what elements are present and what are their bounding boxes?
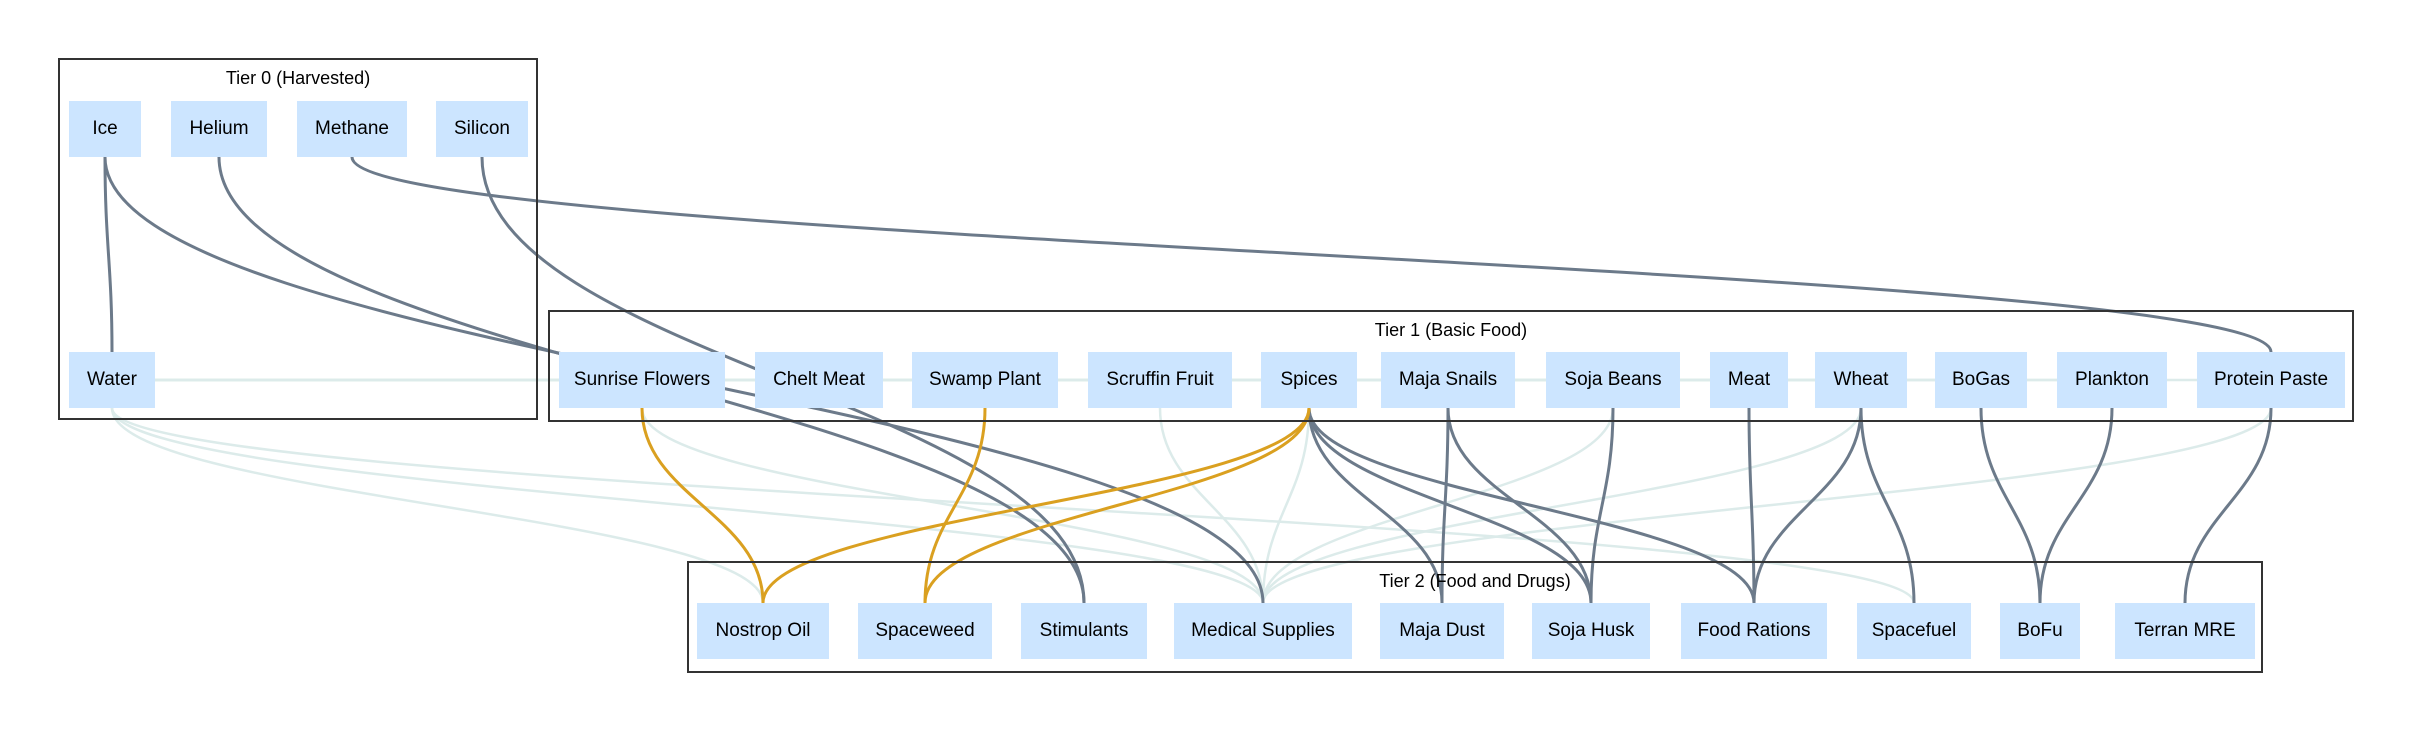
node-chelt-meat[interactable]: Chelt Meat — [755, 352, 883, 408]
cluster-tier-0: Tier 0 (Harvested) — [58, 58, 538, 420]
cluster-tier-1: Tier 1 (Basic Food) — [548, 310, 2354, 422]
node-terran-mre[interactable]: Terran MRE — [2115, 603, 2255, 659]
edge-swamp-to-spaceweed — [923, 407, 987, 604]
edge-water-to-medical — [110, 407, 1265, 604]
node-stimulants[interactable]: Stimulants — [1021, 603, 1147, 659]
edge-ice-to-water — [103, 156, 114, 353]
cluster-title-tier-1: Tier 1 (Basic Food) — [1374, 320, 1528, 340]
node-spaceweed[interactable]: Spaceweed — [858, 603, 992, 659]
edge-spices-to-nostrop — [761, 407, 1311, 604]
edge-wheat-to-medical — [1261, 407, 1863, 604]
node-meat[interactable]: Meat — [1710, 352, 1788, 408]
node-maja-snails[interactable]: Maja Snails — [1381, 352, 1515, 408]
cluster-tier-2: Tier 2 (Food and Drugs) — [687, 561, 2263, 673]
node-maja-dust[interactable]: Maja Dust — [1380, 603, 1504, 659]
edge-majasnails-to-sojahusk — [1446, 407, 1593, 604]
node-helium[interactable]: Helium — [171, 101, 267, 157]
node-soja-beans[interactable]: Soja Beans — [1546, 352, 1680, 408]
edge-bogas-to-bofu — [1979, 407, 2042, 604]
node-silicon[interactable]: Silicon — [436, 101, 528, 157]
edge-plankton-to-bofu — [2038, 407, 2114, 604]
cluster-title-tier-2: Tier 2 (Food and Drugs) — [1379, 571, 1571, 591]
edge-majasnails-to-majadust — [1440, 407, 1450, 604]
edge-spices-to-sojahusk — [1307, 407, 1593, 604]
node-wheat[interactable]: Wheat — [1815, 352, 1907, 408]
edge-methane-to-protein — [350, 156, 2273, 353]
node-swamp-plant[interactable]: Swamp Plant — [912, 352, 1058, 408]
node-nostrop-oil[interactable]: Nostrop Oil — [697, 603, 829, 659]
node-protein-paste[interactable]: Protein Paste — [2197, 352, 2345, 408]
edge-wheat-to-foodrations — [1752, 407, 1863, 604]
node-plankton[interactable]: Plankton — [2057, 352, 2167, 408]
edge-scruffin-to-medical — [1158, 407, 1265, 604]
node-bogas[interactable]: BoGas — [1935, 352, 2027, 408]
edge-sojabeans-to-medical — [1261, 407, 1615, 604]
node-bofu[interactable]: BoFu — [2000, 603, 2080, 659]
node-medical-supplies[interactable]: Medical Supplies — [1174, 603, 1352, 659]
edge-sunrise-to-nostrop — [640, 407, 765, 604]
edge-water-to-nostrop — [110, 407, 765, 604]
edge-wheat-to-spacefuel — [1859, 407, 1916, 604]
node-spacefuel[interactable]: Spacefuel — [1857, 603, 1971, 659]
edge-sojabeans-to-sojahusk — [1589, 407, 1615, 604]
node-methane[interactable]: Methane — [297, 101, 407, 157]
node-food-rations[interactable]: Food Rations — [1681, 603, 1827, 659]
node-soja-husk[interactable]: Soja Husk — [1532, 603, 1650, 659]
edge-spices-to-medical — [1261, 407, 1311, 604]
node-sunrise-flowers[interactable]: Sunrise Flowers — [559, 352, 725, 408]
node-ice[interactable]: Ice — [69, 101, 141, 157]
edge-protein-to-medical — [1261, 407, 2273, 604]
edge-sunrise-to-medical — [640, 407, 1265, 604]
node-scruffin-fruit[interactable]: Scruffin Fruit — [1088, 352, 1232, 408]
node-water[interactable]: Water — [69, 352, 155, 408]
edge-spices-to-spaceweed — [923, 407, 1311, 604]
node-spices[interactable]: Spices — [1261, 352, 1357, 408]
edge-spices-to-foodrations — [1307, 407, 1756, 604]
edge-protein-to-terranmre — [2183, 407, 2273, 604]
edge-spices-to-majadust — [1307, 407, 1444, 604]
edge-meat-to-foodrations — [1747, 407, 1756, 604]
cluster-title-tier-0: Tier 0 (Harvested) — [225, 68, 371, 88]
edge-water-to-spacefuel — [110, 407, 1916, 604]
